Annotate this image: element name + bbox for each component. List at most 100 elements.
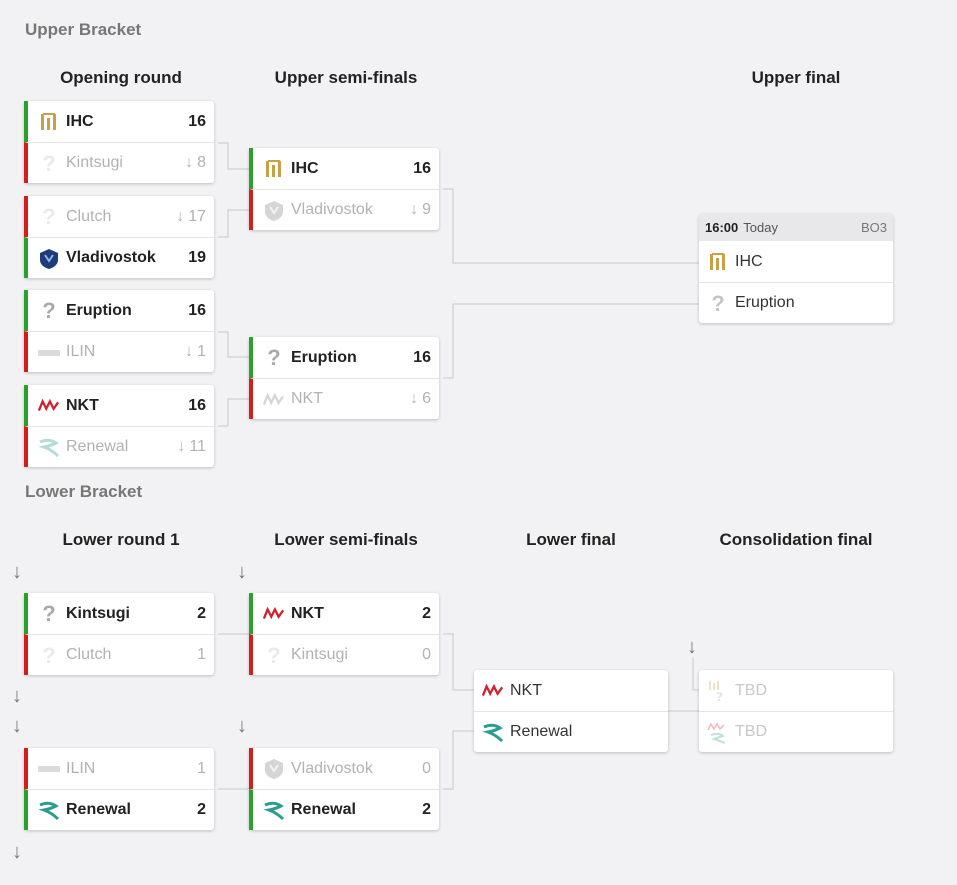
team-row[interactable]: Renewal [474, 711, 668, 752]
match-consolidation-final[interactable]: ? TBD TBD [699, 670, 893, 752]
team-row[interactable]: ? Clutch 1 [24, 634, 214, 675]
team-row[interactable]: NKT 2 [249, 593, 439, 634]
team-score: 16 [188, 112, 206, 130]
match-upper-semi-2[interactable]: ? Eruption 16 NKT ↓ 6 [249, 337, 439, 419]
drop-down-arrow-icon: ↓ [237, 715, 247, 737]
question-icon: ? [42, 298, 56, 323]
team-score: 6 [422, 390, 431, 407]
team-name: NKT [291, 390, 323, 407]
match-lower-final[interactable]: NKT Renewal [474, 670, 668, 752]
eliminated-down-arrow-icon: ↓ [185, 343, 194, 360]
team-row[interactable]: ? Eruption 16 [249, 337, 439, 378]
team-row[interactable]: IHC 16 [24, 101, 214, 142]
lower-bracket-title: Lower Bracket [25, 482, 143, 501]
team-row[interactable]: ? Kintsugi 0 [249, 634, 439, 675]
team-row[interactable]: NKT 16 [24, 385, 214, 426]
team-row[interactable]: ? Eruption [699, 282, 893, 323]
team-row[interactable]: ILIN ↓ 1 [24, 331, 214, 372]
question-icon: ? [267, 643, 281, 668]
team-name: ILIN [66, 343, 96, 360]
team-row[interactable]: Renewal 2 [24, 789, 214, 830]
round-title-lower-semis: Lower semi-finals [274, 530, 418, 549]
match-upper-final[interactable]: 16:00 Today BO3 IHC ? Eruption [699, 214, 893, 323]
team-score: 19 [188, 249, 206, 266]
team-row[interactable]: ILIN 1 [24, 748, 214, 789]
nkt-logo-icon [263, 603, 285, 625]
question-icon: ? [42, 643, 56, 668]
question-icon: ? [42, 151, 56, 176]
team-score: 1 [197, 646, 206, 663]
team-row[interactable]: NKT ↓ 6 [249, 378, 439, 419]
team-name: IHC [735, 252, 763, 270]
match-opening-2[interactable]: ? Clutch ↓ 17 Vladivostok 19 [24, 196, 214, 278]
question-icon: ? [42, 601, 56, 626]
team-name: Renewal [66, 801, 131, 818]
match-upper-semi-1[interactable]: IHC 16 Vladivostok ↓ 9 [249, 148, 439, 230]
ihc-logo-icon [263, 158, 285, 180]
drop-down-arrow-icon: ↓ [12, 841, 22, 863]
match-lower-semi-2[interactable]: Vladivostok 0 Renewal 2 [249, 748, 439, 830]
team-score: 2 [197, 604, 206, 622]
team-score: 1 [197, 759, 206, 777]
ihc-logo-icon [38, 111, 60, 133]
ilin-logo-icon [38, 758, 60, 780]
question-icon: ? [42, 204, 56, 229]
team-row[interactable]: Vladivostok 0 [249, 748, 439, 789]
round-title-consolidation: Consolidation final [719, 530, 873, 549]
match-opening-3[interactable]: ? Eruption 16 ILIN ↓ 1 [24, 290, 214, 372]
team-row[interactable]: Vladivostok ↓ 9 [249, 189, 439, 230]
team-row[interactable]: Renewal ↓ 11 [24, 426, 214, 467]
eliminated-down-arrow-icon: ↓ [177, 438, 186, 455]
team-row[interactable]: IHC [699, 241, 893, 282]
round-title-opening: Opening round [60, 68, 182, 87]
match-opening-4[interactable]: NKT 16 Renewal ↓ 11 [24, 385, 214, 467]
team-row[interactable]: ? Kintsugi 2 [24, 593, 214, 634]
team-name: Renewal [291, 801, 356, 818]
match-time: 16:00 [705, 220, 739, 235]
renewal-logo-icon [38, 437, 60, 459]
nkt-logo-icon [482, 680, 504, 702]
upper-bracket-title: Upper Bracket [25, 20, 142, 39]
vladivostok-logo-icon [263, 200, 285, 222]
match-lower-r1-2[interactable]: ILIN 1 Renewal 2 [24, 748, 214, 830]
drop-down-arrow-icon: ↓ [12, 715, 22, 737]
team-row[interactable]: ? Clutch ↓ 17 [24, 196, 214, 237]
team-score: 0 [422, 646, 431, 663]
team-name: TBD [735, 723, 767, 740]
renewal-logo-icon [482, 722, 504, 744]
ilin-logo-icon [38, 342, 60, 364]
team-name: Kintsugi [66, 154, 123, 171]
team-row[interactable]: IHC 16 [249, 148, 439, 189]
team-row[interactable]: ? Eruption 16 [24, 290, 214, 331]
team-score: 16 [188, 396, 206, 414]
match-opening-1[interactable]: IHC 16 ? Kintsugi ↓ 8 [24, 101, 214, 183]
team-score: 9 [422, 201, 431, 218]
team-row[interactable]: NKT [474, 670, 668, 711]
drop-down-arrow-icon: ↓ [687, 636, 697, 658]
best-of-badge: BO3 [860, 220, 887, 235]
team-row[interactable]: ? TBD [699, 670, 893, 711]
question-icon: ? [267, 345, 281, 370]
team-score: 16 [413, 159, 431, 177]
nkt-logo-icon [38, 395, 60, 417]
team-name: Kintsugi [291, 646, 348, 663]
ihc-logo-icon [707, 251, 729, 273]
round-title-lower-final: Lower final [526, 530, 616, 549]
team-row[interactable]: Renewal 2 [249, 789, 439, 830]
team-score: 2 [197, 801, 206, 818]
team-name: NKT [66, 396, 99, 414]
team-row[interactable]: Vladivostok 19 [24, 237, 214, 278]
team-row[interactable]: ? Kintsugi ↓ 8 [24, 142, 214, 183]
team-name: Eruption [735, 294, 795, 311]
eliminated-down-arrow-icon: ↓ [410, 201, 419, 218]
team-name: Vladivostok [66, 249, 156, 266]
team-row[interactable]: TBD [699, 711, 893, 752]
tbd-placeholder-icon [707, 722, 729, 744]
team-name: IHC [291, 159, 319, 177]
match-lower-r1-1[interactable]: ? Kintsugi 2 ? Clutch 1 [24, 593, 214, 675]
match-header: 16:00 Today BO3 [699, 214, 893, 241]
match-lower-semi-1[interactable]: NKT 2 ? Kintsugi 0 [249, 593, 439, 675]
team-name: Vladivostok [291, 759, 373, 777]
eliminated-down-arrow-icon: ↓ [410, 390, 419, 407]
